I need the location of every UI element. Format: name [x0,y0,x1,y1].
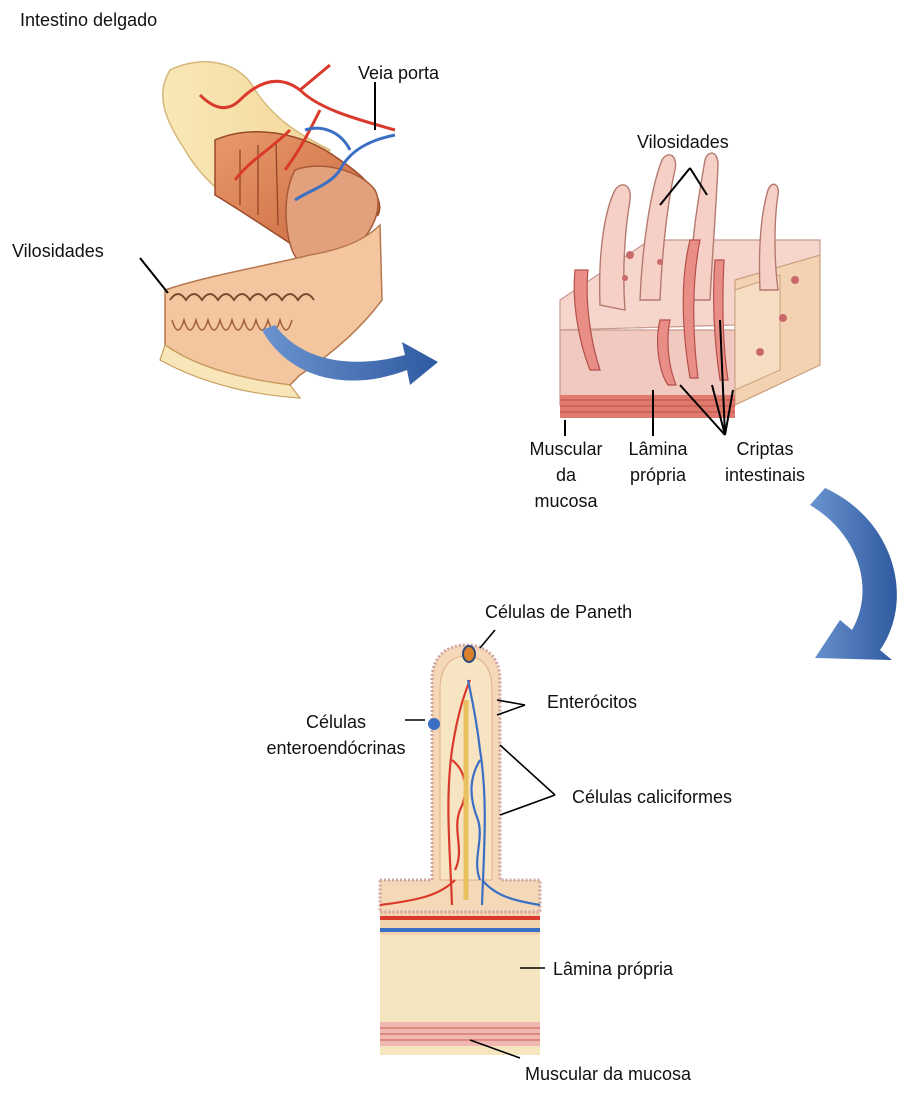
label-lamina-propria-line1: Lâmina [620,438,696,460]
label-celulas-caliciformes: Células caliciformes [572,786,732,808]
label-lamina-propria-line2: própria [620,464,696,486]
intestine-wall [165,225,382,385]
label-lamina-propria-bottom: Lâmina própria [553,958,673,980]
label-celulas-paneth: Células de Paneth [485,601,632,623]
paneth-cell-marker [463,646,475,662]
label-muscular-mucosa-bottom: Muscular da mucosa [525,1063,691,1085]
arrow-2 [810,488,897,660]
label-vilosidades-left: Vilosidades [12,240,104,262]
label-celulas-entero-line1: Células [255,711,417,733]
label-criptas-line1: Criptas [712,438,818,460]
villi-block [560,153,820,436]
label-enterocitos: Enterócitos [547,691,637,713]
intestine-illustration [140,62,395,398]
villus-detail [380,630,555,1058]
enteroendocrine-cell-marker [428,718,440,730]
label-criptas-line2: intestinais [712,464,818,486]
label-muscular-mucosa-line2: da [523,464,609,486]
diagram-title: Intestino delgado [20,9,157,31]
label-muscular-mucosa-line3: mucosa [523,490,609,512]
label-vilosidades-top: Vilosidades [637,131,729,153]
label-veia-porta: Veia porta [358,62,439,84]
label-celulas-entero-line2: enteroendócrinas [255,737,417,759]
label-muscular-mucosa-line1: Muscular [523,438,609,460]
